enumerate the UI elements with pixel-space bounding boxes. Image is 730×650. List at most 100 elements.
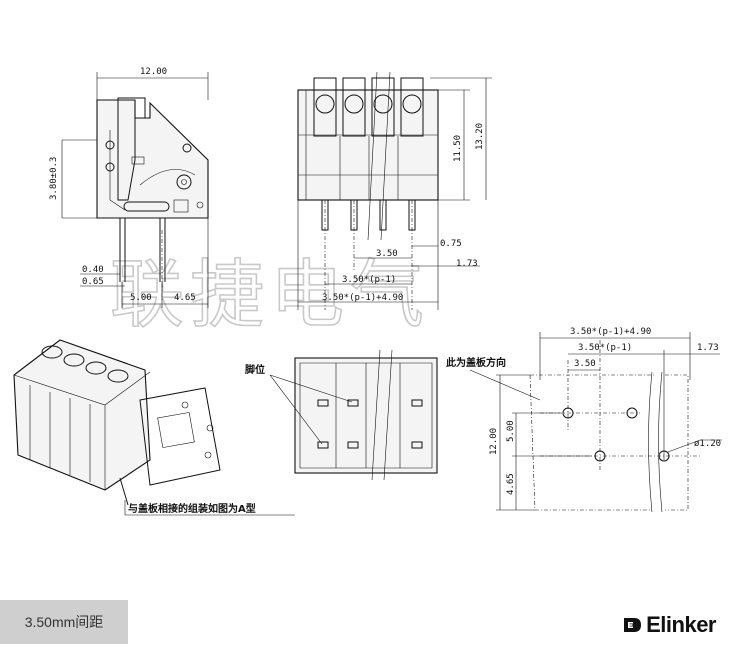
bottom-view-leaders xyxy=(269,374,353,445)
iso-view: 与盖板相接的组装如图为A型 xyxy=(13,339,295,516)
pcb-label-leader xyxy=(469,369,541,401)
pcb-outline-left xyxy=(529,374,655,511)
dim-front-offset1-line xyxy=(412,200,439,310)
dim-side-height-line xyxy=(61,139,97,219)
bottom-pin-1 xyxy=(317,399,329,407)
front-break-lines xyxy=(367,71,391,241)
iso-cover-window xyxy=(157,412,195,448)
front-view-rails xyxy=(298,134,438,176)
dim-pcb-hole: ø1.20 xyxy=(694,439,721,449)
iso-leader xyxy=(124,500,295,516)
dim-pcb-v-lines xyxy=(512,412,592,510)
bottom-view-label: 脚位 xyxy=(245,363,265,376)
front-view-body xyxy=(297,89,439,201)
dim-pcb-total-line xyxy=(539,332,691,380)
front-pole-3 xyxy=(371,77,395,137)
front-pole-1-hole xyxy=(315,94,335,114)
side-view-body xyxy=(96,99,209,219)
dim-pcb-h-line xyxy=(496,374,535,511)
side-view-pin-left xyxy=(119,218,126,282)
bottom-view: 脚位 xyxy=(245,349,438,481)
dim-pin-lines xyxy=(80,273,125,287)
dim-pin-d1: 0.40 xyxy=(82,265,104,275)
bottom-pin-5 xyxy=(347,441,359,449)
dim-front-total: 3.50*(p-1)+4.90 xyxy=(322,293,403,303)
front-pole-3-hole xyxy=(373,94,393,114)
front-center-lines xyxy=(324,200,413,310)
side-view-hole-1 xyxy=(105,140,115,150)
caption-text: 3.50mm间距 xyxy=(24,614,104,630)
dim-front-span: 3.50*(p-1) xyxy=(342,275,396,285)
caption-box: 3.50mm间距 xyxy=(0,600,128,644)
pcb-break-lines xyxy=(648,371,663,513)
side-view-inner-line xyxy=(109,130,126,211)
brand-logo: Elinker xyxy=(622,612,716,638)
iso-hole-1 xyxy=(41,345,63,359)
dim-pcb-hole-leader xyxy=(667,439,722,453)
pcb-view: 3.50*(p-1)+4.90 3.50*(p-1) 1.73 3.50 12.… xyxy=(446,327,722,513)
dim-base-lines xyxy=(121,218,209,308)
iso-hole-4 xyxy=(107,369,129,383)
front-pole-1 xyxy=(313,77,337,137)
bottom-break-lines xyxy=(371,349,393,481)
dim-front-total-line xyxy=(297,200,438,310)
pcb-view-label: 此为盖板方向 xyxy=(446,356,506,369)
dim-pcb-total: 3.50*(p-1)+4.90 xyxy=(570,327,651,337)
dim-front-pitch: 3.50 xyxy=(376,249,398,259)
iso-cover-hole-2 xyxy=(206,424,214,432)
dim-front-height-lines xyxy=(430,77,492,201)
side-view-hole-2 xyxy=(105,162,115,172)
dim-front-offset1: 0.75 xyxy=(440,239,462,249)
dim-side-width-line xyxy=(96,72,209,100)
dim-pcb-span-line xyxy=(568,350,720,460)
iso-view-body xyxy=(13,339,151,491)
pcb-outline-right xyxy=(665,374,689,511)
bottom-pin-6 xyxy=(411,441,423,449)
side-view-pivot-center xyxy=(181,179,187,185)
front-pole-2-hole xyxy=(344,94,364,114)
dim-base-right: 4.65 xyxy=(174,293,196,303)
iso-view-edges xyxy=(13,371,151,490)
iso-dividers xyxy=(29,385,91,482)
iso-view-label: 与盖板相接的组装如图为A型 xyxy=(128,502,256,515)
dim-pcb-v2: 4.65 xyxy=(506,473,516,495)
brand-name: Elinker xyxy=(646,612,716,637)
dim-pcb-span: 3.50*(p-1) xyxy=(578,343,632,353)
dim-pcb-pitch: 3.50 xyxy=(574,359,596,369)
front-view: 11.50 13.20 3.50 0.75 1.73 3.50*(p-1) 3.… xyxy=(297,71,492,310)
front-pole-4-hole xyxy=(402,94,422,114)
elinker-logo-icon xyxy=(624,618,642,632)
front-pole-2 xyxy=(342,77,366,137)
front-view-poles xyxy=(313,77,424,200)
bottom-pin-4 xyxy=(317,441,329,449)
dim-side-width: 12.00 xyxy=(140,67,167,77)
iso-hole-2 xyxy=(63,353,85,367)
iso-cover-plate xyxy=(139,387,221,486)
side-view-slot xyxy=(131,156,145,165)
bottom-pin-3 xyxy=(411,399,423,407)
iso-hole-3 xyxy=(85,361,107,375)
dim-pcb-v1: 5.00 xyxy=(506,420,516,442)
dim-pcb-h: 12.00 xyxy=(489,428,499,455)
side-view-hole-3 xyxy=(182,143,192,153)
dim-front-h2: 13.20 xyxy=(475,123,485,150)
side-view-spring xyxy=(139,169,196,186)
bottom-view-inner xyxy=(299,362,433,469)
side-view-lever xyxy=(117,97,146,201)
side-view: 12.00 3.80±0.3 0.40 0.65 5.00 4.65 xyxy=(49,67,209,308)
bottom-pin-2 xyxy=(347,399,359,407)
iso-pin xyxy=(119,477,129,506)
front-dividers xyxy=(339,136,399,200)
dim-side-height: 3.80±0.3 xyxy=(49,157,59,200)
dim-front-offset2: 1.73 xyxy=(456,259,478,269)
bottom-view-dividers xyxy=(335,363,401,468)
side-view-pivot xyxy=(176,174,192,190)
front-pole-4 xyxy=(400,77,424,137)
iso-cover-hole-3 xyxy=(204,451,212,459)
dim-pin-d2: 0.65 xyxy=(82,277,104,287)
dim-pcb-offset: 1.73 xyxy=(697,343,719,353)
iso-cover-hole-1 xyxy=(181,401,189,409)
dim-base-left: 5.00 xyxy=(130,293,152,303)
side-view-pin-right xyxy=(159,218,166,282)
